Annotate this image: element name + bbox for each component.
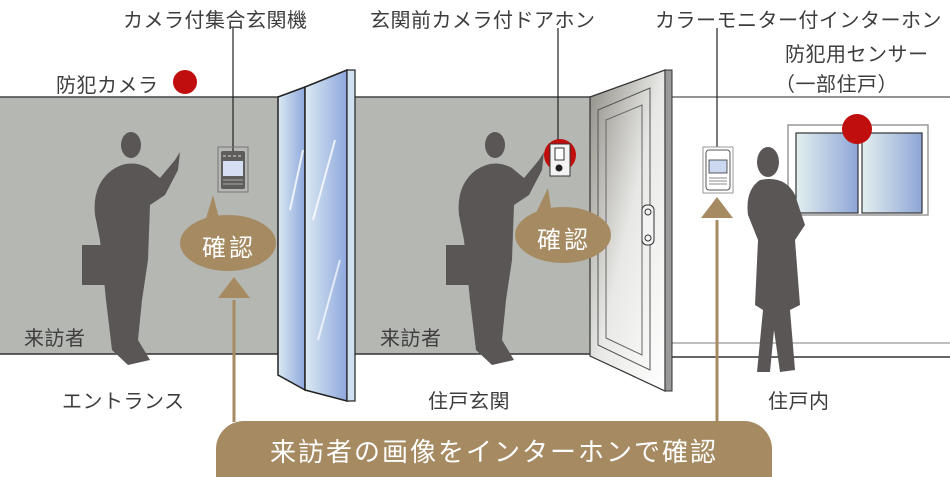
confirm-bubble-2: [515, 207, 611, 263]
summary-banner-text: 来訪者の画像をインターホンで確認: [269, 438, 718, 468]
label-entrance-intercom: カメラ付集合玄関機: [123, 8, 308, 32]
arrow-up-icon: [218, 277, 250, 422]
zone-entrance: エントランス: [62, 389, 185, 413]
visitor-silhouette: [446, 132, 544, 365]
security-sensor-icon: [842, 114, 872, 144]
label-door-phone: 玄関前カメラ付ドアホン: [370, 8, 596, 32]
resident-silhouette: [747, 147, 805, 372]
arrow-up-icon: [701, 197, 733, 422]
security-camera-icon: [173, 70, 197, 94]
visitor-silhouette: [82, 132, 180, 365]
bubble-text-confirm-2: 確認: [537, 226, 591, 254]
zone-unit-inside: 住戸内: [768, 389, 830, 413]
bubble-text-confirm-1: 確認: [202, 234, 256, 262]
label-color-monitor: カラーモニター付インターホン: [655, 8, 942, 32]
color-monitor-device: [702, 146, 734, 194]
unit-door: [589, 69, 673, 392]
label-visitor-entrance: 来訪者: [24, 326, 86, 350]
label-security-sensor: 防犯用センサー: [785, 42, 929, 66]
entrance-intercom-panel: [217, 146, 249, 193]
label-visitor-unit: 来訪者: [380, 326, 442, 350]
glass-door: [277, 68, 356, 402]
label-security-camera: 防犯カメラ: [56, 73, 159, 97]
bubble-tail: [205, 195, 220, 222]
label-security-sensor-note: （一部住戸）: [775, 72, 898, 96]
zone-unit-entrance: 住戸玄関: [428, 389, 510, 413]
wall-inside: [668, 96, 950, 358]
bubble-tail: [535, 188, 552, 215]
summary-banner: 来訪者の画像をインターホンで確認: [216, 421, 772, 477]
door-phone-device: [544, 139, 576, 177]
confirm-bubble-1: [180, 215, 276, 271]
